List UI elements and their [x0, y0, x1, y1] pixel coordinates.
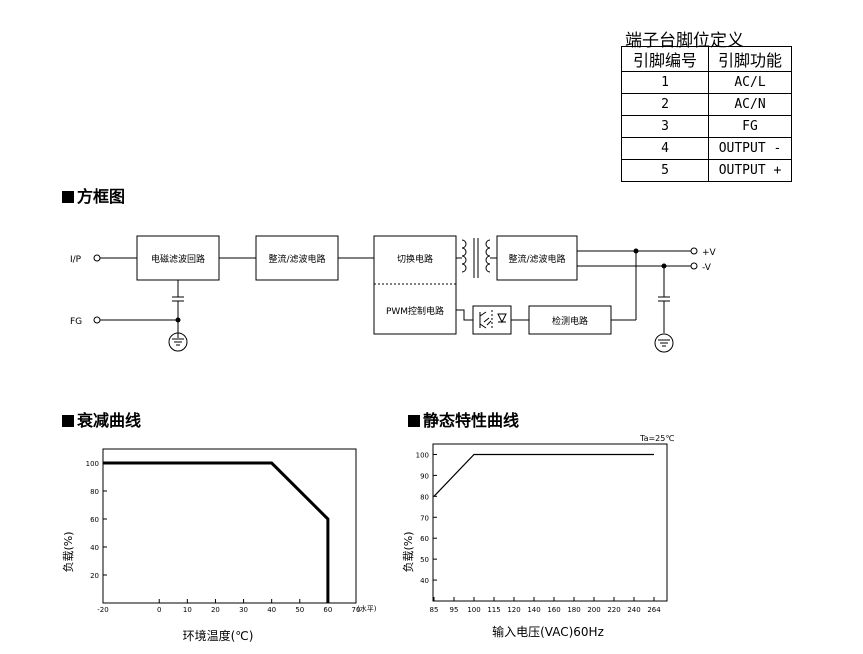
pin-function: FG [708, 115, 792, 138]
static-x-tick-label: 95 [450, 606, 459, 614]
derating-x-tick-label: 50 [295, 606, 304, 614]
table-row: 4 OUTPUT - [621, 137, 792, 160]
transformer-icon [461, 238, 491, 278]
bullet-square-icon [62, 191, 74, 203]
derating-x-tick-label: -20 [97, 606, 108, 614]
detection-label: 检测电路 [552, 315, 588, 327]
static-x-tick-label: 240 [627, 606, 640, 614]
pin-function: AC/N [708, 93, 792, 116]
static-y-tick-label: 70 [420, 514, 429, 522]
bullet-square-icon [62, 415, 74, 427]
emi-filter-label: 电磁滤波回路 [151, 253, 205, 265]
bullet-square-icon [408, 415, 420, 427]
pin-function: AC/L [708, 71, 792, 94]
pin-table-header-function: 引脚功能 [708, 46, 792, 72]
derating-x-tick-label: 40 [267, 606, 276, 614]
block-diagram-title: 方框图 [62, 183, 125, 207]
output-rectifier-label: 整流/滤波电路 [508, 253, 565, 265]
derating-x-unit-note: (水平) [357, 604, 377, 613]
derating-y-tick-label: 60 [90, 516, 99, 524]
static-x-tick-label: 264 [647, 606, 661, 614]
pin-table-header-pin: 引脚编号 [621, 46, 709, 72]
block-diagram-title-text: 方框图 [77, 187, 126, 206]
output-neg-label: -V [702, 263, 712, 273]
static-x-tick-label: 220 [607, 606, 620, 614]
output-neg-terminal [690, 262, 698, 270]
derating-x-tick-label: 20 [211, 606, 220, 614]
static-y-tick-label: 60 [420, 535, 429, 543]
static-x-tick-label: 120 [507, 606, 520, 614]
derating-y-tick-label: 40 [90, 544, 99, 552]
pin-function: OUTPUT + [708, 159, 792, 182]
fg-label: FG [70, 317, 82, 327]
static-title: 静态特性曲线 [408, 407, 519, 431]
static-x-tick-label: 85 [430, 606, 439, 614]
derating-y-tick-label: 80 [90, 488, 99, 496]
table-row: 2 AC/N [621, 93, 792, 116]
junction-dot [175, 317, 181, 323]
static-plot-area [432, 443, 668, 602]
derating-y-tick-label: 20 [90, 572, 99, 580]
static-y-tick-label: 90 [420, 472, 429, 480]
derating-y-tick-label: 100 [86, 460, 99, 468]
switching-label: 切换电路 [397, 253, 433, 265]
static-condition: Ta=25℃ [639, 434, 674, 443]
ground-icon [654, 333, 674, 353]
table-row: 5 OUTPUT + [621, 159, 792, 182]
static-x-tick-label: 180 [567, 606, 580, 614]
pin-function: OUTPUT - [708, 137, 792, 160]
derating-xlabel: 环境温度(℃) [183, 628, 254, 643]
switching-block [373, 235, 457, 335]
derating-series-line [103, 461, 330, 603]
static-x-tick-label: 115 [487, 606, 500, 614]
derating-title: 衰减曲线 [62, 407, 141, 431]
static-xlabel: 输入电压(VAC)60Hz [492, 624, 604, 639]
static-y-tick-label: 100 [416, 451, 429, 459]
static-title-text: 静态特性曲线 [423, 411, 520, 430]
pin-table: 引脚编号 引脚功能 1 AC/L 2 AC/N 3 FG 4 OUTPUT - … [621, 46, 792, 182]
derating-x-tick-label: 0 [157, 606, 161, 614]
derating-ylabel: 负载(%) [61, 531, 75, 572]
derating-title-text: 衰减曲线 [77, 411, 142, 430]
derating-x-tick-label: 70 [352, 606, 361, 614]
derating-x-tick-label: 10 [183, 606, 192, 614]
output-rectifier-block [496, 235, 578, 281]
derating-plot-area [102, 448, 357, 604]
ground-icon [168, 332, 188, 352]
static-y-tick-label: 40 [420, 577, 429, 585]
output-pos-label: +V [702, 248, 717, 258]
pwm-label: PWM控制电路 [386, 305, 444, 317]
static-x-tick-label: 200 [587, 606, 600, 614]
static-x-tick-label: 100 [467, 606, 480, 614]
pin-number: 5 [621, 159, 709, 182]
derating-x-tick-label: 30 [239, 606, 248, 614]
static-ylabel: 负载(%) [401, 531, 415, 572]
input-label: I/P [70, 255, 82, 265]
static-series-line [433, 453, 654, 497]
table-row: 1 AC/L [621, 71, 792, 94]
derating-x-tick-label: 60 [323, 606, 332, 614]
static-x-tick-label: 140 [527, 606, 540, 614]
static-y-tick-label: 80 [420, 493, 429, 501]
rectifier-filter-label: 整流/滤波电路 [268, 253, 325, 265]
static-x-tick-label: 160 [547, 606, 560, 614]
output-pos-terminal [690, 247, 698, 255]
static-y-tick-label: 50 [420, 556, 429, 564]
